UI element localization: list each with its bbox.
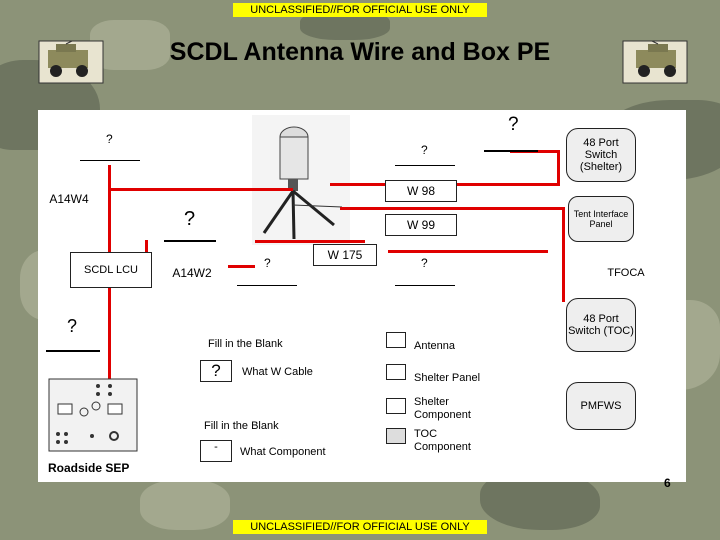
label-w98: W 98 <box>385 180 457 202</box>
blank-w175-right[interactable]: ? <box>421 256 428 270</box>
legend-cable-title: Fill in the Blank <box>208 338 283 350</box>
label-a14w2: A14W2 <box>156 262 228 284</box>
wire-w175 <box>255 240 365 243</box>
wire-a14w2 <box>225 265 255 268</box>
wire-shelter-switch-vertical <box>557 150 560 185</box>
blank-top-right[interactable]: ? <box>508 114 519 135</box>
legend-comp-title: Fill in the Blank <box>204 420 279 432</box>
legend-cable-symbol: ? <box>200 360 232 382</box>
blank-top-left[interactable]: ? <box>106 132 113 146</box>
wire-top-left-vertical <box>108 165 111 188</box>
blank-mid[interactable]: ? <box>184 208 196 230</box>
legend-shelter-panel: Shelter Panel <box>414 372 481 384</box>
box-tent-interface-panel: Tent Interface Panel <box>568 196 634 242</box>
label-tfoca: TFOCA <box>607 267 645 279</box>
blank-line-top-right <box>484 150 538 152</box>
blank-line-top-left <box>80 160 140 161</box>
label-w175: W 175 <box>313 244 377 266</box>
box-switch-shelter: 48 Port Switch (Shelter) <box>566 128 636 182</box>
wire-a14w4-horizontal <box>108 188 293 191</box>
blank-top-center[interactable]: ? <box>421 143 428 157</box>
wire-w175-right <box>388 250 548 253</box>
label-scdl-lcu: SCDL LCU <box>70 252 152 288</box>
antenna-image <box>252 115 350 245</box>
wire-main-vertical <box>108 188 111 450</box>
legend-antenna-swatch <box>386 332 406 348</box>
label-w99: W 99 <box>385 214 457 236</box>
legend-shelter-component-swatch <box>386 398 406 414</box>
blank-a14w2-right[interactable]: ? <box>264 256 271 270</box>
humvee-icon-right <box>622 40 688 84</box>
legend-toc-component-swatch <box>386 428 406 444</box>
label-roadside-sep: Roadside SEP <box>48 461 130 475</box>
roadside-sep-panel <box>48 378 138 452</box>
box-switch-toc: 48 Port Switch (TOC) <box>566 298 636 352</box>
label-a14w4: A14W4 <box>38 190 100 208</box>
blank-lcu-left[interactable]: ? <box>67 316 78 336</box>
legend-comp-text: What Component <box>240 446 326 458</box>
box-pmfws: PMFWS <box>566 382 636 430</box>
legend-toc-component: TOC Component <box>414 428 471 453</box>
blank-line-lcu-left <box>46 350 100 352</box>
legend-antenna: Antenna <box>414 340 455 352</box>
legend-shelter-panel-swatch <box>386 364 406 380</box>
page-title: SCDL Antenna Wire and Box PE <box>169 38 551 66</box>
blank-line-top-center <box>395 165 455 166</box>
humvee-icon-left <box>38 40 104 84</box>
legend-cable-text: What W Cable <box>242 366 313 378</box>
blank-line-a14w2-right <box>237 285 297 286</box>
wire-w99 <box>340 207 565 210</box>
blank-line-mid <box>164 240 216 242</box>
page-number: 6 <box>664 476 671 490</box>
classification-banner-bottom: UNCLASSIFIED//FOR OFFICIAL USE ONLY <box>233 520 487 534</box>
blank-line-w175-right <box>395 285 455 286</box>
legend-shelter-component: Shelter Component <box>414 396 471 421</box>
legend-comp-symbol: - <box>200 440 232 462</box>
wire-tent-panel-vertical <box>562 207 565 302</box>
classification-banner-top: UNCLASSIFIED//FOR OFFICIAL USE ONLY <box>233 3 487 17</box>
